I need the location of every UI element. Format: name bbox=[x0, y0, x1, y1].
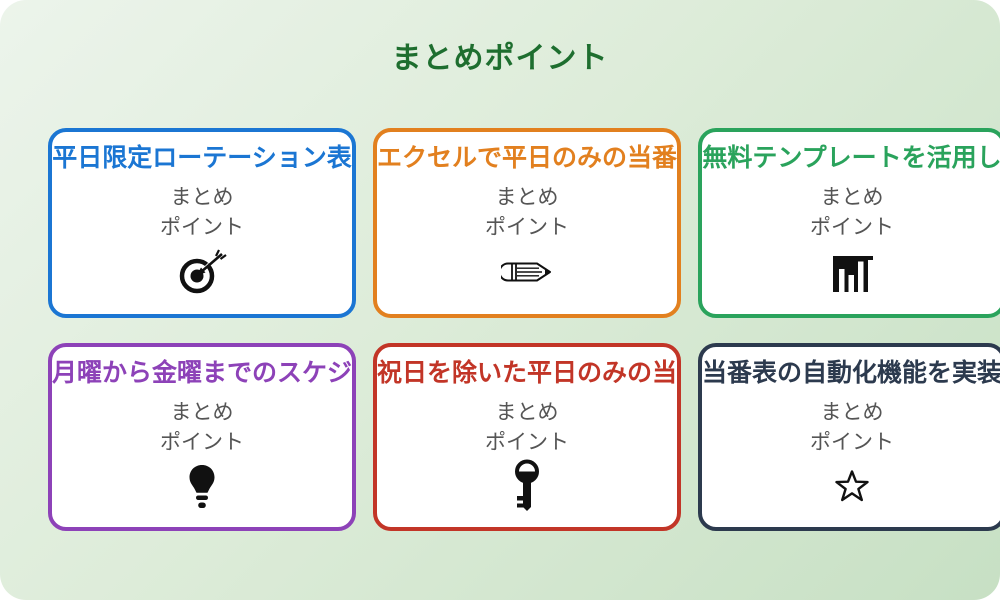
card-subtitle: まとめ ポイント bbox=[485, 397, 569, 458]
subtitle-line-1: まとめ bbox=[820, 400, 884, 424]
pencil-icon bbox=[501, 243, 553, 306]
card-holiday-excluded: 祝日を除いた平日のみの当 まとめ ポイント bbox=[373, 343, 682, 531]
subtitle-line-2: ポイント bbox=[485, 430, 570, 455]
card-title: 無料テンプレートを活用し bbox=[702, 143, 1000, 172]
card-title: エクセルで平日のみの当番 bbox=[377, 143, 678, 172]
subtitle-line-2: ポイント bbox=[810, 430, 895, 455]
subtitle-line-2: ポイント bbox=[810, 215, 895, 240]
target-dart-icon bbox=[176, 243, 228, 306]
subtitle-line-2: ポイント bbox=[485, 215, 570, 240]
card-title: 当番表の自動化機能を実装 bbox=[702, 358, 1000, 387]
subtitle-line-1: まとめ bbox=[495, 185, 559, 209]
card-subtitle: まとめ ポイント bbox=[160, 397, 244, 458]
bar-chart-icon bbox=[830, 243, 874, 306]
subtitle-line-1: まとめ bbox=[495, 400, 559, 424]
cards-grid: 平日限定ローテーション表 まとめ ポイント エクセルで平日のみの当番 bbox=[48, 128, 1000, 531]
card-subtitle: まとめ ポイント bbox=[810, 182, 894, 243]
card-subtitle: まとめ ポイント bbox=[810, 397, 894, 458]
card-subtitle: まとめ ポイント bbox=[485, 182, 569, 243]
card-weekday-rotation: 平日限定ローテーション表 まとめ ポイント bbox=[48, 128, 357, 318]
page-title: まとめポイント bbox=[391, 41, 609, 76]
subtitle-line-1: まとめ bbox=[170, 185, 234, 209]
subtitle-line-2: ポイント bbox=[160, 430, 244, 455]
key-icon bbox=[513, 458, 541, 519]
subtitle-line-2: ポイント bbox=[160, 215, 244, 240]
star-icon bbox=[835, 458, 869, 519]
subtitle-line-1: まとめ bbox=[170, 400, 234, 424]
card-weekday-schedule: 月曜から金曜までのスケジ まとめ ポイント bbox=[48, 343, 357, 531]
card-title: 祝日を除いた平日のみの当 bbox=[377, 358, 678, 387]
light-bulb-icon bbox=[186, 458, 218, 519]
subtitle-line-1: まとめ bbox=[820, 185, 884, 209]
card-title: 平日限定ローテーション表 bbox=[52, 143, 352, 172]
card-free-template: 無料テンプレートを活用し まとめ ポイント bbox=[698, 128, 1000, 318]
card-excel-duty: エクセルで平日のみの当番 まとめ ポイント bbox=[373, 128, 682, 318]
card-subtitle: まとめ ポイント bbox=[160, 182, 244, 243]
card-automation: 当番表の自動化機能を実装 まとめ ポイント bbox=[698, 343, 1000, 531]
card-title: 月曜から金曜までのスケジ bbox=[52, 358, 353, 387]
